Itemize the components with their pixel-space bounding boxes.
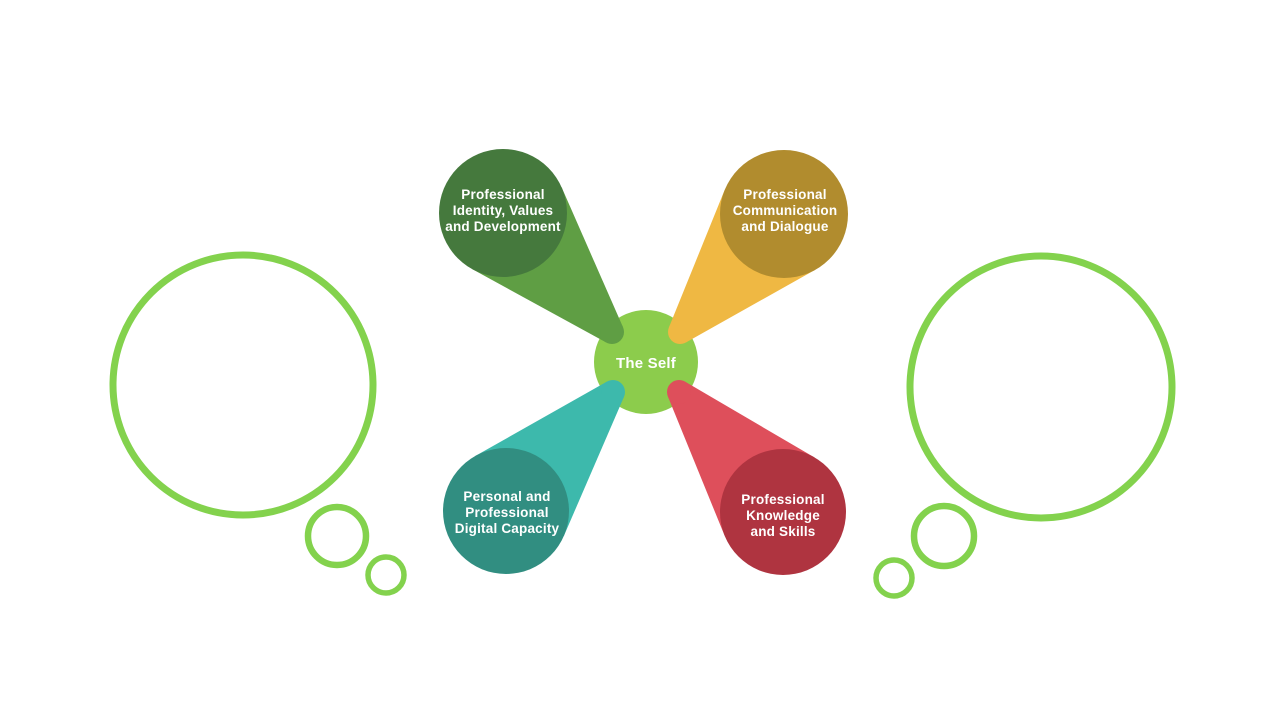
petal-circle <box>720 449 846 575</box>
thought-bubble-circle <box>906 252 1176 522</box>
petal-label-line: and Development <box>445 219 561 234</box>
thought-bubble-right <box>873 252 1176 599</box>
petal-cone-tip <box>668 320 692 344</box>
petal-label-line: Digital Capacity <box>455 521 560 536</box>
petal-circle <box>443 448 569 574</box>
thought-bubble-circle <box>109 251 377 519</box>
petal-cone <box>475 381 625 536</box>
petal-label-line: Professional <box>465 505 548 520</box>
petal-label-line: Personal and <box>463 489 550 504</box>
petal-label-line: Professional <box>741 492 824 507</box>
petal-label-line: and Dialogue <box>741 219 828 234</box>
petal-cone-tip <box>667 380 691 404</box>
petal-cone-group-professional-communication-and-dialogue <box>668 189 816 344</box>
petal-cone-group-professional-identity-values-and-development <box>472 187 624 344</box>
thought-bubble-left <box>109 251 407 596</box>
petal-circle <box>720 150 848 278</box>
petal-cone-group-personal-and-professional-digital-capacity <box>475 380 625 536</box>
petal-cone <box>668 189 816 343</box>
petal-label-line: Knowledge <box>746 508 820 523</box>
petal-label-line: Identity, Values <box>453 203 553 218</box>
thought-bubble-tail-circle <box>365 554 407 596</box>
petal-cone-tip <box>600 320 624 344</box>
petal-label-line: Communication <box>733 203 838 218</box>
petal-circle <box>439 149 567 277</box>
petal-cone <box>472 187 623 343</box>
petal-label-line: Professional <box>743 187 826 202</box>
thought-bubble-tail-circle <box>873 557 915 599</box>
petal-cone-tip <box>601 380 625 404</box>
thought-bubble-tail-circle <box>910 502 978 570</box>
petal-label-line: and Skills <box>750 524 815 539</box>
thought-bubble-tail-circle <box>304 503 370 569</box>
petal-cone-group-professional-knowledge-and-skills <box>667 380 815 536</box>
petal-cone <box>667 381 815 536</box>
petal-label-line: Professional <box>461 187 544 202</box>
center-hub-label: The Self <box>616 355 677 372</box>
